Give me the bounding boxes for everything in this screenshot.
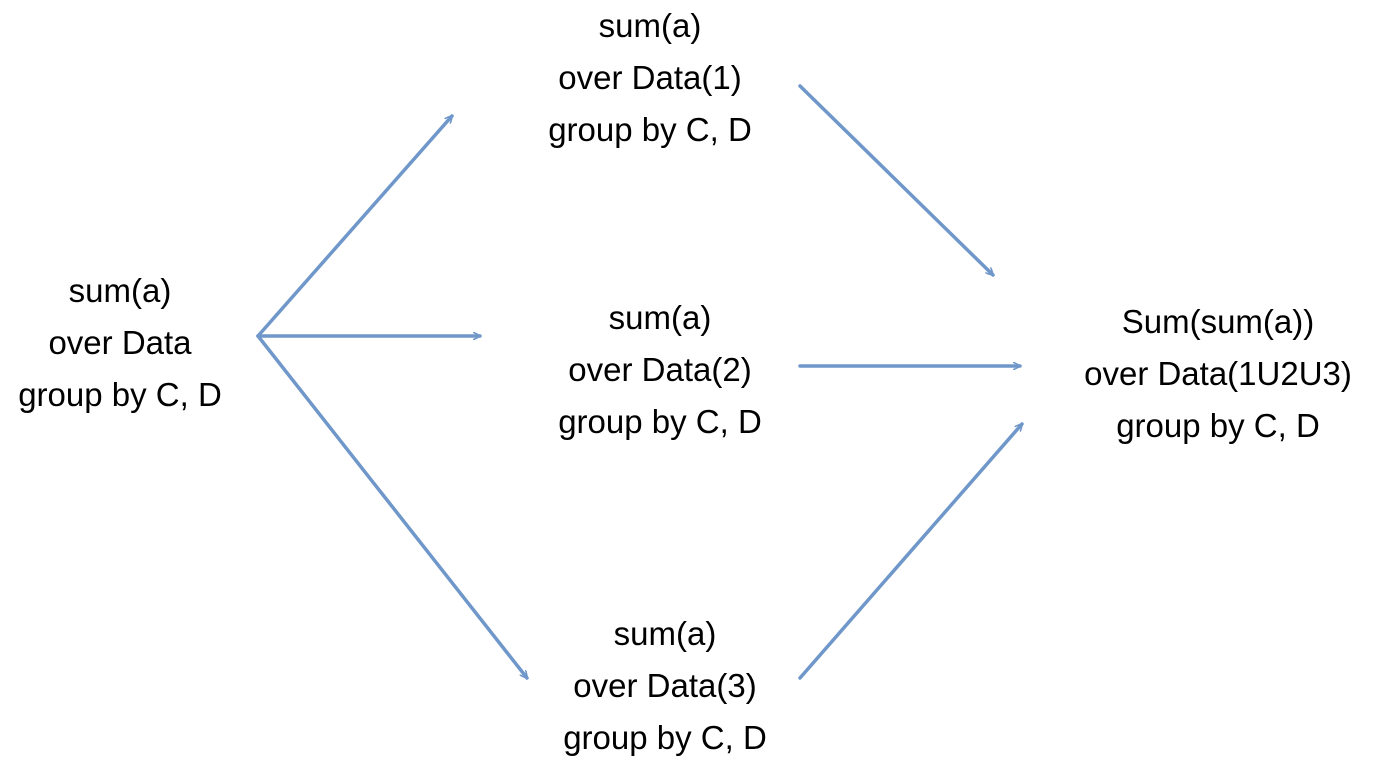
partition-1-line-grouping: group by C, D xyxy=(548,111,752,148)
partition-3-node: sum(a) over Data(3) group by C, D xyxy=(535,608,795,764)
arrow-source-to-part1 xyxy=(256,116,454,338)
result-line-grouping: group by C, D xyxy=(1116,407,1320,444)
source-line-aggregate: sum(a) xyxy=(68,272,172,309)
source-line-dataset: over Data xyxy=(48,324,192,361)
partition-1-node: sum(a) over Data(1) group by C, D xyxy=(520,0,780,156)
partition-1-line-dataset: over Data(1) xyxy=(558,59,742,96)
result-line-aggregate: Sum(sum(a)) xyxy=(1121,303,1315,340)
arrow-part1-to-result xyxy=(798,84,993,275)
partition-3-line-aggregate: sum(a) xyxy=(613,615,717,652)
result-aggregation-node: Sum(sum(a)) over Data(1U2U3) group by C,… xyxy=(1058,296,1378,452)
arrow-part3-to-result xyxy=(798,424,1024,680)
source-aggregation-node: sum(a) over Data group by C, D xyxy=(0,265,240,421)
result-line-dataset: over Data(1U2U3) xyxy=(1084,355,1352,392)
partition-2-line-grouping: group by C, D xyxy=(558,403,762,440)
partition-2-line-dataset: over Data(2) xyxy=(568,351,752,388)
partition-1-line-aggregate: sum(a) xyxy=(598,7,702,44)
partition-3-line-dataset: over Data(3) xyxy=(573,667,757,704)
arrow-source-to-part3 xyxy=(256,334,529,678)
partition-2-line-aggregate: sum(a) xyxy=(608,299,712,336)
source-line-grouping: group by C, D xyxy=(18,376,222,413)
partition-3-line-grouping: group by C, D xyxy=(563,719,767,756)
partition-2-node: sum(a) over Data(2) group by C, D xyxy=(530,292,790,448)
